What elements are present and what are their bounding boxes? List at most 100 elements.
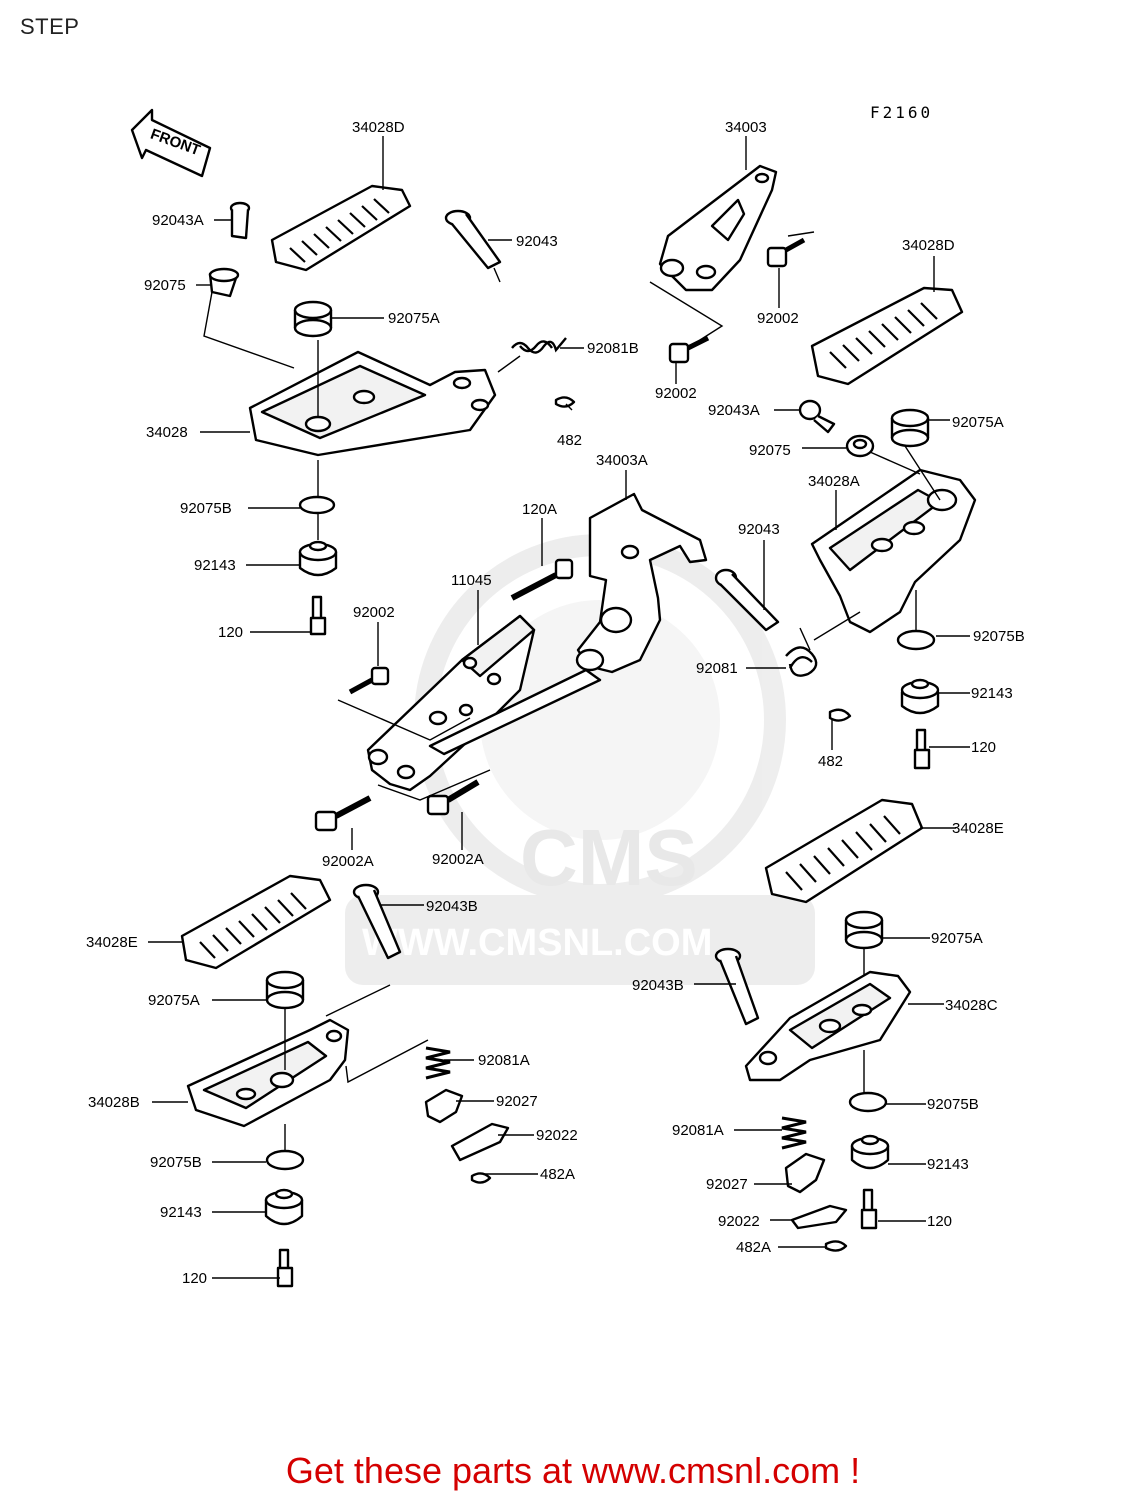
spring-92081a-left (425, 1046, 451, 1080)
bolt-92002a-left (314, 795, 372, 832)
part-label: 92043 (516, 233, 558, 250)
stopper-92027-left (424, 1088, 464, 1124)
part-label: 92043B (632, 977, 684, 994)
footpeg-34028 (248, 350, 497, 457)
part-label: 120 (971, 739, 996, 756)
rubber-pad-34028d-right (810, 286, 964, 386)
part-label: 120 (927, 1213, 952, 1230)
grommet-92075a-bottom-right (844, 910, 884, 950)
pin-92043b-right (714, 947, 760, 1026)
part-label: 92081A (478, 1052, 530, 1069)
washer-92075b-bottom-right (848, 1091, 888, 1113)
watermark: CMS WWW.CMSNL.COM (345, 534, 815, 985)
part-label: 92081A (672, 1122, 724, 1139)
part-label: 92043A (152, 212, 204, 229)
bolt-120a (510, 558, 574, 601)
bushing-92075-left (208, 267, 240, 298)
clip-482a-right (824, 1240, 848, 1252)
watermark-logo: CMS (520, 813, 698, 902)
part-label: 34028C (945, 997, 998, 1014)
bolt-92002a-right (426, 779, 480, 816)
bolt-92002-top-a (766, 237, 806, 268)
part-label: 92075 (749, 442, 791, 459)
bolt-120-bottom-right (860, 1188, 878, 1230)
footpeg-34028a (810, 468, 977, 634)
bolt-92002-center (348, 666, 390, 695)
bracket-34003a (575, 492, 708, 674)
footpeg-34028b (186, 1018, 350, 1128)
part-label: 34028A (808, 473, 860, 490)
clip-482-top (554, 396, 576, 408)
part-label: 92075B (927, 1096, 979, 1113)
bushing-92075-right (845, 434, 875, 458)
part-label: 34003 (725, 119, 767, 136)
part-label: 34028E (86, 934, 138, 951)
spring-92081b (511, 337, 567, 354)
part-label: 34028 (146, 424, 188, 441)
part-label: 92143 (971, 685, 1013, 702)
part-label: 92075A (148, 992, 200, 1009)
part-label: 120 (218, 624, 243, 641)
part-label: 92027 (706, 1176, 748, 1193)
footer-link[interactable]: Get these parts at www.cmsnl.com ! (285, 1450, 861, 1491)
cap-92143-left (298, 540, 338, 577)
plate-92022-left (450, 1122, 510, 1162)
part-label: 92081 (696, 660, 738, 677)
pin-92043a-left (229, 201, 251, 240)
footpeg-34028c (744, 970, 912, 1082)
lever-11045 (366, 614, 602, 792)
part-label: 120 (182, 1270, 207, 1287)
part-label: 92143 (927, 1156, 969, 1173)
part-label: 92043 (738, 521, 780, 538)
part-label: 92043B (426, 898, 478, 915)
part-label: 34028D (902, 237, 955, 254)
spring-92081 (785, 627, 818, 677)
watermark-url: WWW.CMSNL.COM (362, 922, 712, 964)
part-label: 482 (557, 432, 582, 449)
part-label: 34003A (596, 452, 648, 469)
part-label: 120A (522, 501, 557, 518)
part-label: 482A (736, 1239, 771, 1256)
part-label: 92143 (194, 557, 236, 574)
bolt-120-bottom-left (276, 1248, 294, 1288)
part-label: 482 (818, 753, 843, 770)
washer-92075b-bottom-left (265, 1149, 305, 1171)
spring-92081a-right (781, 1116, 807, 1150)
bolt-120-left (309, 595, 327, 636)
part-label: 92043A (708, 402, 760, 419)
rubber-pad-34028e-left (180, 874, 332, 970)
plate-92022-right (790, 1204, 848, 1230)
cap-92143-bottom-right (850, 1134, 890, 1170)
part-label: 92081B (587, 340, 639, 357)
pin-92043a-right (798, 399, 836, 434)
washer-92075b-right (896, 629, 936, 651)
part-label: 92075A (952, 414, 1004, 431)
part-label: 34028B (88, 1094, 140, 1111)
part-label: 92143 (160, 1204, 202, 1221)
assembly-lines (203, 231, 941, 1150)
part-label: 92002A (432, 851, 484, 868)
grommet-92075a-right (890, 408, 930, 448)
front-arrow-icon: FRONT (130, 108, 212, 178)
washer-92075b-left (298, 495, 336, 515)
diagram-code: F2160 (870, 103, 933, 122)
clip-482-right (828, 708, 852, 722)
leader-lines (148, 136, 970, 1279)
pin-92043b-left (352, 883, 402, 960)
clip-482a-left (470, 1172, 492, 1184)
cap-92143-right (900, 678, 940, 715)
bolt-120-right (913, 728, 931, 770)
part-label: 11045 (451, 572, 492, 589)
part-label: 34028D (352, 119, 405, 136)
pin-92043-top (444, 209, 502, 283)
plate-34003 (658, 164, 778, 292)
pin-92043-right (714, 568, 780, 632)
part-label: 92075A (931, 930, 983, 947)
part-label: 34028E (952, 820, 1004, 837)
rubber-pad-34028e-right (764, 798, 924, 904)
part-label: 92002 (757, 310, 799, 327)
part-label: 92022 (718, 1213, 760, 1230)
part-label: 92002 (353, 604, 395, 621)
part-label: 482A (540, 1166, 575, 1183)
part-label: 92022 (536, 1127, 578, 1144)
